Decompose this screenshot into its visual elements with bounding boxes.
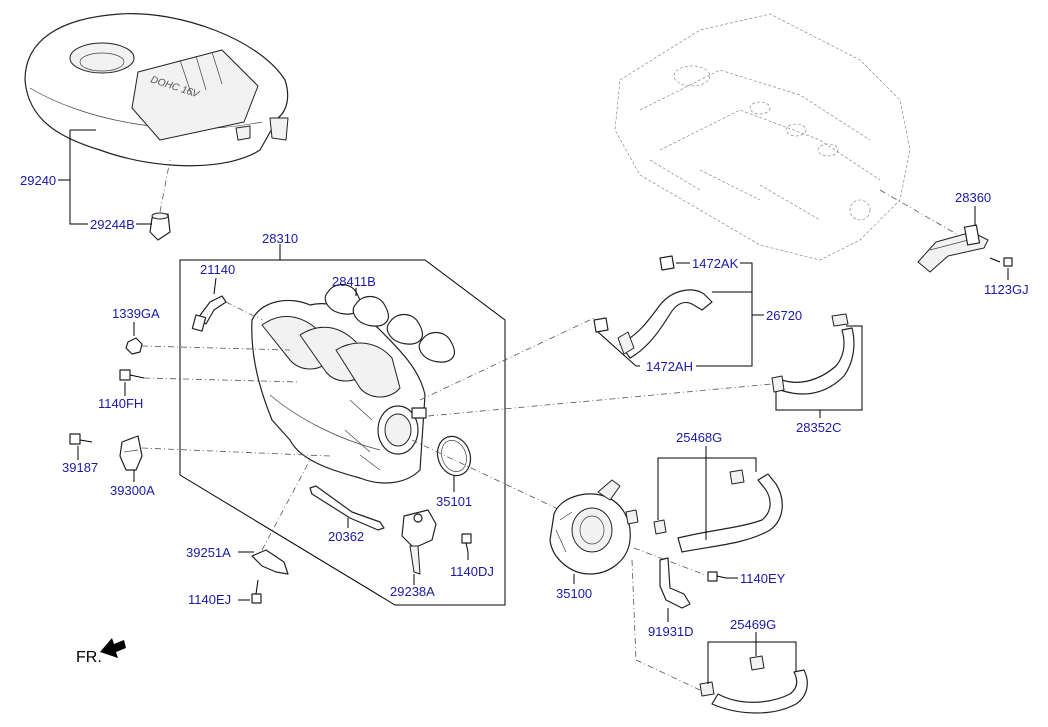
hose-28352c[interactable] bbox=[771, 313, 855, 395]
label-28411b: 28411B bbox=[332, 274, 376, 289]
water-pipe-28360[interactable] bbox=[917, 224, 989, 273]
throttle-body-gasket[interactable] bbox=[432, 432, 476, 481]
label-21140: 21140 bbox=[200, 262, 235, 277]
label-35100: 35100 bbox=[556, 586, 592, 601]
label-25469g: 25469G bbox=[730, 617, 776, 632]
bolt-1140ey[interactable] bbox=[707, 571, 727, 582]
intake-manifold-group-border bbox=[179, 259, 506, 606]
clamp-1472ah[interactable] bbox=[593, 317, 609, 333]
front-direction-label: FR. bbox=[76, 649, 102, 666]
bolt-1140ej[interactable] bbox=[251, 579, 262, 604]
label-39300a: 39300A bbox=[110, 483, 155, 498]
label-20362: 20362 bbox=[328, 529, 364, 544]
label-28352c: 28352C bbox=[796, 420, 842, 435]
label-91931d: 91931D bbox=[648, 624, 694, 639]
label-25468g: 25468G bbox=[676, 430, 722, 445]
hose-25469g[interactable] bbox=[699, 655, 808, 714]
label-1140ey: 1140EY bbox=[740, 571, 786, 586]
label-1140fh: 1140FH bbox=[98, 396, 143, 411]
pcv-hose-21140[interactable] bbox=[191, 295, 227, 332]
label-1472ak: 1472AK bbox=[692, 256, 739, 271]
label-29244b: 29244B bbox=[90, 217, 135, 232]
label-35101: 35101 bbox=[436, 494, 472, 509]
intake-manifold[interactable] bbox=[251, 299, 427, 484]
label-1123gj: 1123GJ bbox=[984, 282, 1029, 297]
throttle-body[interactable] bbox=[549, 479, 639, 575]
bolt-1140dj[interactable] bbox=[461, 533, 472, 553]
front-direction-arrow bbox=[100, 638, 126, 658]
clamp-1472ak[interactable] bbox=[659, 255, 675, 271]
bolt-1140fh[interactable] bbox=[119, 369, 145, 381]
label-39251a: 39251A bbox=[186, 545, 231, 560]
label-1472ah: 1472AH bbox=[646, 359, 693, 374]
label-28310: 28310 bbox=[262, 231, 298, 246]
hose-25468g[interactable] bbox=[653, 469, 783, 553]
engine-cover[interactable]: DOHC 16V bbox=[24, 13, 289, 167]
label-26720: 26720 bbox=[766, 308, 802, 323]
engine-cylinder-head bbox=[614, 13, 911, 261]
bracket-91931d[interactable] bbox=[659, 557, 691, 609]
label-29240: 29240 bbox=[20, 173, 56, 188]
label-1140ej: 1140EJ bbox=[188, 592, 231, 607]
actuator-29238a[interactable] bbox=[401, 509, 437, 575]
bolt-1123gj[interactable] bbox=[989, 257, 1013, 267]
breather-hose-26720[interactable] bbox=[617, 289, 713, 359]
vacuum-hose-20362[interactable] bbox=[309, 485, 385, 531]
bracket-39251a[interactable] bbox=[251, 549, 289, 575]
label-1339ga: 1339GA bbox=[112, 306, 160, 321]
bolt-39187[interactable] bbox=[69, 433, 93, 445]
cover-grommet[interactable] bbox=[149, 212, 171, 241]
label-28360: 28360 bbox=[955, 190, 991, 205]
nut-1339ga[interactable] bbox=[125, 337, 143, 355]
label-1140dj: 1140DJ bbox=[450, 564, 494, 579]
manifold-gasket[interactable] bbox=[324, 283, 456, 363]
map-sensor[interactable] bbox=[119, 435, 143, 471]
label-29238a: 29238A bbox=[390, 584, 435, 599]
label-39187: 39187 bbox=[62, 460, 98, 475]
